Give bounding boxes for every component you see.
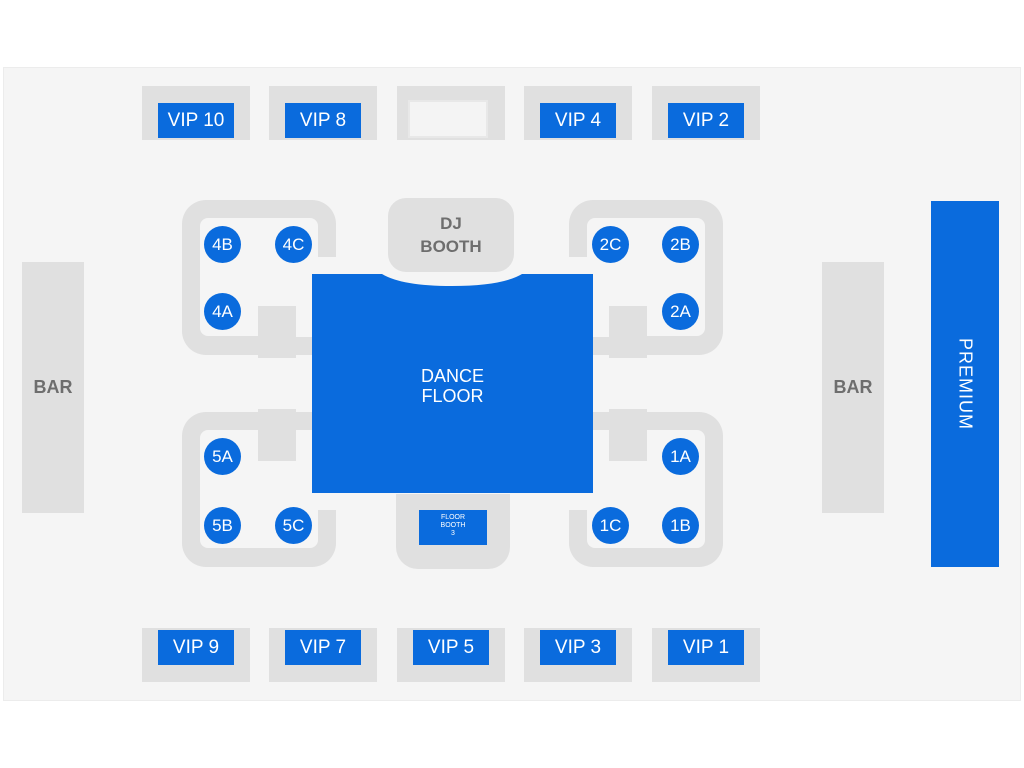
vip-7-button[interactable]: VIP 7 bbox=[285, 630, 361, 665]
vip-booth-2: VIP 2 bbox=[652, 86, 760, 140]
seat-4b[interactable]: 4B bbox=[204, 226, 241, 263]
dj-booth-line1: DJ bbox=[440, 214, 462, 233]
premium-label: PREMIUM bbox=[955, 338, 976, 430]
dance-floor[interactable]: DANCE FLOOR bbox=[312, 274, 593, 493]
vip-booth-4: VIP 4 bbox=[524, 86, 632, 140]
floor-booth-line1: FLOOR bbox=[440, 514, 466, 521]
vip-booth-1: VIP 1 bbox=[652, 628, 760, 682]
vip-2-button[interactable]: VIP 2 bbox=[668, 103, 744, 138]
seat-2b[interactable]: 2B bbox=[662, 226, 699, 263]
vip-booth-empty bbox=[397, 86, 505, 140]
dance-floor-line1: DANCE bbox=[420, 366, 484, 386]
vip-booth-7: VIP 7 bbox=[269, 628, 377, 682]
dj-booth-label: DJ BOOTH bbox=[388, 212, 514, 258]
vip-booth-empty-slot bbox=[408, 100, 488, 138]
dj-booth: DJ BOOTH bbox=[388, 198, 514, 272]
floor-booth-3: FLOOR BOOTH 3 bbox=[396, 494, 510, 569]
dance-floor-label: DANCE FLOOR bbox=[312, 366, 593, 406]
premium-section[interactable]: PREMIUM bbox=[931, 201, 999, 567]
seat-5a[interactable]: 5A bbox=[204, 438, 241, 475]
dj-booth-line2: BOOTH bbox=[420, 237, 482, 256]
vip-booth-5: VIP 5 bbox=[397, 628, 505, 682]
section-5-pillar bbox=[258, 409, 296, 461]
floor-booth-3-button[interactable]: FLOOR BOOTH 3 bbox=[419, 510, 487, 545]
vip-10-button[interactable]: VIP 10 bbox=[158, 103, 234, 138]
floor-booth-line2: BOOTH bbox=[440, 522, 466, 529]
vip-booth-8: VIP 8 bbox=[269, 86, 377, 140]
vip-1-button[interactable]: VIP 1 bbox=[668, 630, 744, 665]
vip-booth-10: VIP 10 bbox=[142, 86, 250, 140]
bar-left-label: BAR bbox=[33, 377, 73, 397]
seat-1a[interactable]: 1A bbox=[662, 438, 699, 475]
vip-booth-3: VIP 3 bbox=[524, 628, 632, 682]
seat-1b[interactable]: 1B bbox=[662, 507, 699, 544]
vip-8-button[interactable]: VIP 8 bbox=[285, 103, 361, 138]
seat-2a[interactable]: 2A bbox=[662, 293, 699, 330]
seat-4a[interactable]: 4A bbox=[204, 293, 241, 330]
seat-1c[interactable]: 1C bbox=[592, 507, 629, 544]
bar-right[interactable]: BAR bbox=[822, 262, 884, 513]
vip-9-button[interactable]: VIP 9 bbox=[158, 630, 234, 665]
seat-5c[interactable]: 5C bbox=[275, 507, 312, 544]
section-2-pillar bbox=[609, 306, 647, 358]
vip-3-button[interactable]: VIP 3 bbox=[540, 630, 616, 665]
bar-right-label: BAR bbox=[833, 377, 873, 397]
vip-4-button[interactable]: VIP 4 bbox=[540, 103, 616, 138]
seat-5b[interactable]: 5B bbox=[204, 507, 241, 544]
bar-left[interactable]: BAR bbox=[22, 262, 84, 513]
dance-floor-cutout bbox=[382, 274, 522, 286]
vip-booth-9: VIP 9 bbox=[142, 628, 250, 682]
floor-booth-line3: 3 bbox=[451, 530, 455, 537]
section-1-pillar bbox=[609, 409, 647, 461]
section-4-pillar bbox=[258, 306, 296, 358]
seat-4c[interactable]: 4C bbox=[275, 226, 312, 263]
dance-floor-line2: FLOOR bbox=[421, 386, 484, 406]
seat-2c[interactable]: 2C bbox=[592, 226, 629, 263]
vip-5-button[interactable]: VIP 5 bbox=[413, 630, 489, 665]
